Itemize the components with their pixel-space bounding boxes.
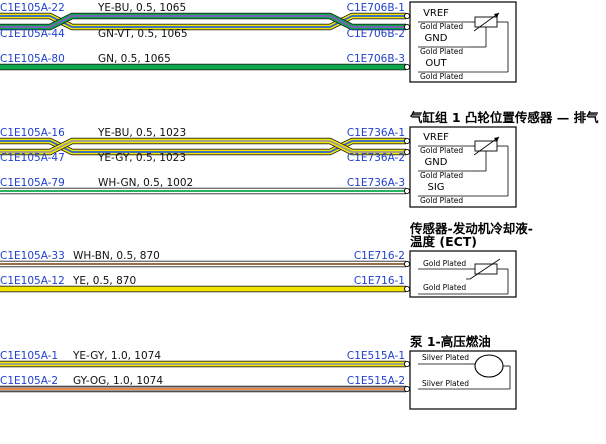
wire-2-2: C1E105A-47 YE-GY, 0.5, 1023 C1E736A-2	[0, 137, 411, 164]
wire-1-1-left-connector: C1E105A-22	[0, 2, 65, 14]
component-group-1: C1E105A-22 YE-BU, 0.5, 1065 C1E706B-1 C1…	[0, 1, 517, 83]
wire-1-2-right-connector: C1E706B-2	[347, 28, 405, 40]
wire-1-2-spec: GN-VT, 0.5, 1065	[98, 28, 188, 40]
pin-terminal	[403, 148, 411, 156]
wire-1-1-spec: YE-BU, 0.5, 1065	[97, 2, 186, 14]
wire-tracer-stripe	[0, 140, 406, 153]
pin-terminal	[403, 23, 411, 31]
wire-tracer-stripe	[0, 15, 406, 28]
component-1-box: VREF Gold Plated GND Gold Plated OUT Gol…	[409, 1, 517, 83]
plating-label: Silver Plated	[422, 353, 469, 362]
pin-label-gnd: GND	[425, 33, 448, 44]
plating-label: Gold Plated	[420, 47, 463, 56]
pin-terminal	[403, 385, 411, 393]
component-4-box: Silver Plated Silver Plated	[409, 350, 517, 410]
wire-3-2: C1E105A-12 YE, 0.5, 870 C1E716-1	[0, 275, 411, 293]
component-3-title-line2: 温度 (ECT)	[410, 234, 477, 249]
component-group-3: 传感器-发动机冷却液- 温度 (ECT) C1E105A-33 WH-BN, 0…	[0, 221, 533, 298]
wire-4-1: C1E105A-1 YE-GY, 1.0, 1074 C1E515A-1	[0, 350, 411, 368]
plating-label: Gold Plated	[420, 196, 463, 205]
wire-tracer-stripe	[0, 140, 406, 153]
wire-3-2-left-connector: C1E105A-12	[0, 275, 65, 287]
wire-1-1-right-connector: C1E706B-1	[347, 2, 405, 14]
pin-label-gnd: GND	[425, 157, 448, 168]
potentiometer-symbol	[470, 136, 509, 197]
pin-terminal	[403, 360, 411, 368]
wire-2-2-left-connector: C1E105A-47	[0, 152, 65, 164]
wire-2-2-spec: YE-GY, 0.5, 1023	[97, 152, 186, 164]
wire-3-2-spec: YE, 0.5, 870	[72, 275, 136, 287]
wire-2-3: C1E105A-79 WH-GN, 0.5, 1002 C1E736A-3	[0, 177, 411, 195]
wire-2-3-left-connector: C1E105A-79	[0, 177, 65, 189]
potentiometer-symbol	[470, 12, 509, 73]
wire-4-1-left-connector: C1E105A-1	[0, 350, 58, 362]
pin-terminal	[403, 63, 411, 71]
component-2-title: 气缸组 1 凸轮位置传感器 — 排气	[409, 110, 599, 125]
component-4-title: 泵 1-高压燃油	[410, 334, 491, 349]
wire-tracer-stripe	[0, 15, 406, 28]
wire-1-2: C1E105A-44 GN-VT, 0.5, 1065 C1E706B-2	[0, 12, 411, 40]
plating-label: Gold Plated	[423, 259, 466, 268]
wire-1-2-left-connector: C1E105A-44	[0, 28, 65, 40]
pin-label-out: OUT	[425, 58, 447, 69]
wire-2-1-left-connector: C1E105A-16	[0, 127, 65, 139]
wire-2-1: C1E105A-16 YE-BU, 0.5, 1023 C1E736A-1	[0, 127, 411, 156]
wire-1-3-right-connector: C1E706B-3	[347, 53, 405, 65]
wire-1-3-spec: GN, 0.5, 1065	[98, 53, 171, 65]
plating-label: Gold Plated	[423, 283, 466, 292]
wire-4-2-right-connector: C1E515A-2	[347, 375, 405, 387]
component-3-title: 传感器-发动机冷却液-	[409, 221, 533, 236]
component-group-4: 泵 1-高压燃油 C1E105A-1 YE-GY, 1.0, 1074 C1E5…	[0, 334, 517, 410]
plating-label: Gold Plated	[420, 146, 463, 155]
pin-terminal	[403, 285, 411, 293]
wire-2-1-right-connector: C1E736A-1	[347, 127, 405, 139]
pin-label-sig: SIG	[427, 182, 444, 193]
wire-3-1: C1E105A-33 WH-BN, 0.5, 870 C1E716-2	[0, 250, 411, 268]
wire-1-1: C1E105A-22 YE-BU, 0.5, 1065 C1E706B-1	[0, 2, 411, 31]
wire-4-2-left-connector: C1E105A-2	[0, 375, 58, 387]
thermistor-symbol	[466, 258, 509, 295]
pin-label-vref: VREF	[423, 8, 449, 19]
wire-1-3: C1E105A-80 GN, 0.5, 1065 C1E706B-3	[0, 53, 411, 71]
wire-3-1-left-connector: C1E105A-33	[0, 250, 65, 262]
wire-4-1-right-connector: C1E515A-1	[347, 350, 405, 362]
plating-label: Silver Plated	[422, 379, 469, 388]
plating-label: Gold Plated	[420, 171, 463, 180]
pin-terminal	[403, 187, 411, 195]
wire-2-2-right-connector: C1E736A-2	[347, 152, 405, 164]
wire-3-1-right-connector: C1E716-2	[354, 250, 405, 262]
wire-4-1-spec: YE-GY, 1.0, 1074	[72, 350, 161, 362]
component-group-2: 气缸组 1 凸轮位置传感器 — 排气 C1E105A-16 YE-BU, 0.5…	[0, 110, 599, 208]
wire-2-1-spec: YE-BU, 0.5, 1023	[97, 127, 186, 139]
pin-terminal	[403, 260, 411, 268]
wire-3-2-right-connector: C1E716-1	[354, 275, 405, 287]
wire-2-3-right-connector: C1E736A-3	[347, 177, 405, 189]
component-2-box: VREF Gold Plated GND Gold Plated SIG Gol…	[409, 126, 517, 208]
wire-4-2: C1E105A-2 GY-OG, 1.0, 1074 C1E515A-2	[0, 375, 411, 393]
pin-terminal	[403, 12, 411, 20]
wire-1-3-left-connector: C1E105A-80	[0, 53, 65, 65]
plating-label: Gold Plated	[420, 22, 463, 31]
pin-terminal	[403, 137, 411, 145]
wire-3-1-spec: WH-BN, 0.5, 870	[73, 250, 160, 262]
pin-label-vref: VREF	[423, 132, 449, 143]
plating-label: Gold Plated	[420, 72, 463, 81]
wire-2-3-spec: WH-GN, 0.5, 1002	[98, 177, 193, 189]
component-3-box: Gold Plated Gold Plated	[409, 250, 517, 298]
motor-symbol	[464, 354, 511, 390]
wire-4-2-spec: GY-OG, 1.0, 1074	[73, 375, 163, 387]
